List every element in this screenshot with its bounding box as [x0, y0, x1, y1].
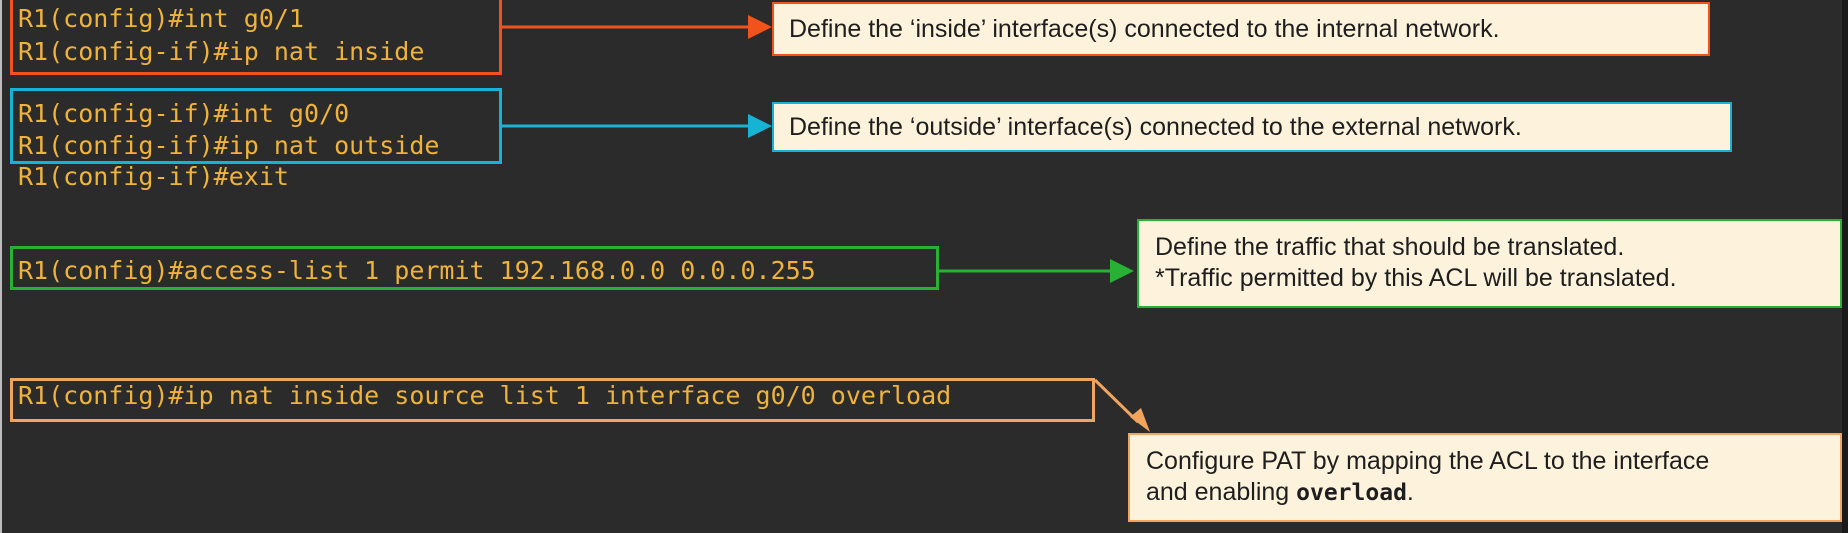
cli-line-int-g0-0: R1(config-if)#int g0/0	[18, 99, 350, 128]
acl-command-box	[10, 246, 939, 290]
inside-arrowhead	[748, 15, 772, 39]
pat-note-keyword: overload	[1296, 480, 1407, 506]
pat-note-prefix: and enabling	[1146, 478, 1297, 506]
cli-line-ip-nat-overload: R1(config)#ip nat inside source list 1 i…	[18, 381, 952, 410]
pat-note-line2: and enabling overload.	[1146, 477, 1824, 509]
pat-note-suffix: .	[1406, 478, 1414, 506]
left-edge-line	[0, 0, 2, 533]
pat-arrowhead	[1130, 408, 1150, 432]
cli-line-access-list: R1(config)#access-list 1 permit 192.168.…	[18, 256, 816, 285]
pat-note: Configure PAT by mapping the ACL to the …	[1128, 433, 1842, 522]
inside-note: Define the ‘inside’ interface(s) connect…	[772, 2, 1710, 56]
outside-note: Define the ‘outside’ interface(s) connec…	[772, 102, 1732, 152]
outside-command-box	[10, 88, 502, 164]
cli-line-ip-nat-inside: R1(config-if)#ip nat inside	[18, 37, 425, 66]
acl-note-line2: *Traffic permitted by this ACL will be t…	[1155, 264, 1677, 292]
acl-arrowhead	[1110, 259, 1134, 283]
cli-line-int-g0-1: R1(config)#int g0/1	[18, 4, 304, 33]
pat-arrow-line	[1093, 378, 1140, 424]
pat-note-line1: Configure PAT by mapping the ACL to the …	[1146, 447, 1710, 475]
outside-arrowhead	[748, 114, 772, 138]
acl-note: Define the traffic that should be transl…	[1137, 219, 1842, 308]
inside-command-box	[10, 0, 502, 75]
cli-line-exit: R1(config-if)#exit	[18, 162, 289, 191]
acl-note-line1: Define the traffic that should be transl…	[1155, 233, 1625, 261]
inside-note-text: Define the ‘inside’ interface(s) connect…	[789, 15, 1500, 43]
right-edge-bar	[1842, 0, 1848, 533]
cli-line-ip-nat-outside: R1(config-if)#ip nat outside	[18, 131, 440, 160]
pat-command-box	[10, 378, 1095, 422]
outside-note-text: Define the ‘outside’ interface(s) connec…	[789, 113, 1522, 141]
